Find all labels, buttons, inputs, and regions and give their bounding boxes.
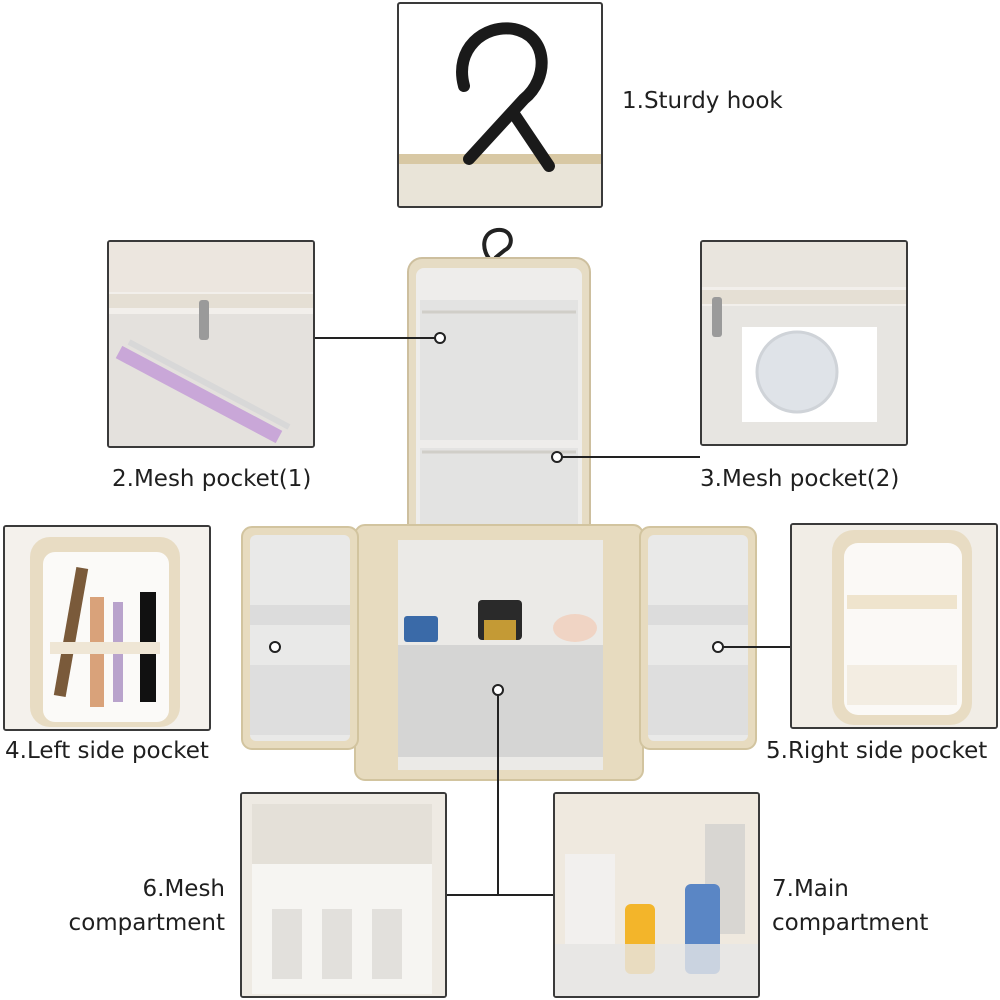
hook-icon [456,22,555,172]
label-main-compartment: 7.Main compartment [772,872,928,940]
label-right-side-pocket: 5.Right side pocket [766,738,988,764]
callout-dot-3 [551,451,563,463]
inset-right-side-pocket [790,523,998,729]
callout-dot-6 [492,684,504,696]
label-mesh-compartment-line1: 6.Mesh [142,876,226,902]
label-mesh-compartment-line2: compartment [68,910,225,936]
inset-mesh-compartment [240,792,447,998]
callout-dot-5 [712,641,724,653]
callout-dot-2 [434,332,446,344]
inset-mesh-pocket-1 [107,240,315,448]
label-main-compartment-line1: 7.Main [772,876,849,902]
inset-main-compartment [553,792,760,998]
small-hook-icon [482,227,513,264]
label-mesh-compartment: 6.Mesh compartment [50,872,225,940]
inset-left-side-pocket [3,525,211,731]
label-main-compartment-line2: compartment [772,910,929,936]
inset-sturdy-hook [397,2,603,208]
callout-dot-4 [269,641,281,653]
label-left-side-pocket: 4.Left side pocket [5,738,209,764]
label-mesh-pocket-2: 3.Mesh pocket(2) [700,466,900,492]
label-mesh-pocket-1: 2.Mesh pocket(1) [112,466,312,492]
label-sturdy-hook: 1.Sturdy hook [622,88,783,114]
inset-mesh-pocket-2 [700,240,908,446]
